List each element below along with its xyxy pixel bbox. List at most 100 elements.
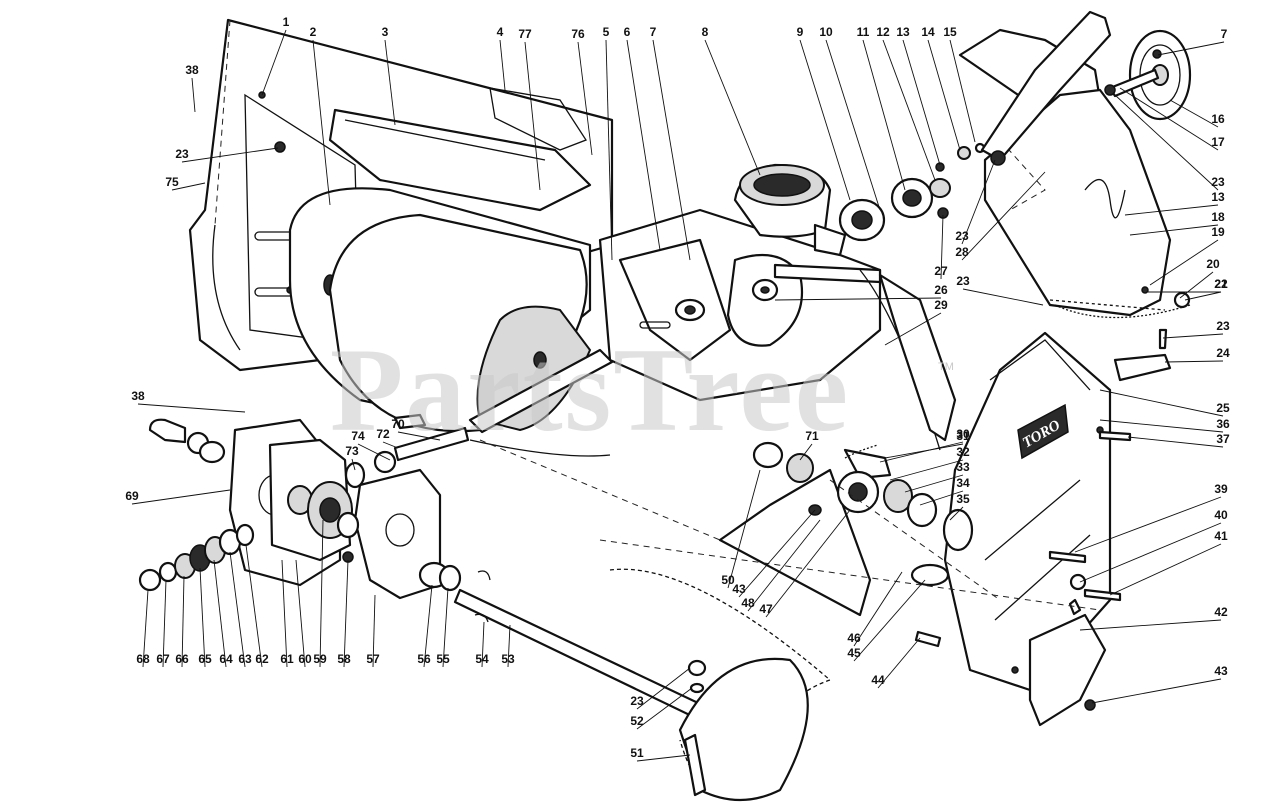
callout-label-46: 46 [847, 631, 861, 645]
callout-label-58: 58 [337, 652, 351, 666]
callout-label-53: 53 [501, 652, 515, 666]
deflector-bracket [1113, 353, 1172, 382]
callout-label-12: 12 [876, 25, 890, 39]
callout-leader-27 [940, 214, 944, 280]
callout-label-47: 47 [759, 602, 773, 616]
callout-leader-16 [1169, 99, 1219, 128]
callout-label-74: 74 [351, 429, 365, 443]
callout-leader-66 [181, 575, 185, 668]
callout-leader-46 [853, 571, 903, 647]
callout-label-19: 19 [1211, 225, 1225, 239]
callout-leader-71 [799, 443, 813, 461]
callout-label-22: 22 [1214, 277, 1228, 291]
callout-label-37: 37 [1216, 432, 1230, 446]
callout-label-27: 27 [934, 264, 948, 278]
callout-leader-39 [1074, 496, 1222, 553]
auger-housing [288, 187, 611, 457]
callout-leader-7 [1157, 41, 1225, 56]
callout-leader-2 [312, 39, 331, 206]
auger-blade-lower [609, 568, 832, 802]
callout-label-51: 51 [630, 746, 644, 760]
callout-label-15: 15 [943, 25, 957, 39]
callout-label-66: 66 [175, 652, 189, 666]
callout-leader-23 [1162, 333, 1224, 339]
impeller-assembly [598, 208, 882, 402]
callout-label-8: 8 [702, 25, 709, 39]
callout-leader-13 [1124, 204, 1219, 216]
callout-label-23: 23 [630, 694, 644, 708]
callout-leader-8 [704, 39, 761, 176]
callout-leader-55 [442, 587, 449, 668]
callout-leader-15 [949, 39, 976, 143]
callout-label-64: 64 [219, 652, 233, 666]
chute-gear-ring [1054, 286, 1191, 350]
callout-leader-34 [919, 490, 964, 506]
callout-label-76: 76 [571, 27, 585, 41]
callout-label-61: 61 [280, 652, 294, 666]
discharge-chute [958, 28, 1172, 317]
callout-label-16: 16 [1211, 112, 1225, 126]
callout-leader-6 [626, 39, 661, 251]
callout-leader-13 [902, 39, 941, 166]
callout-leader-29 [884, 312, 942, 346]
callout-label-7: 7 [1221, 27, 1228, 41]
callout-label-39: 39 [1214, 482, 1228, 496]
callout-leader-67 [162, 579, 167, 668]
callout-label-26: 26 [934, 283, 948, 297]
callout-label-68: 68 [136, 652, 150, 666]
callout-label-9: 9 [797, 25, 804, 39]
callout-label-6: 6 [624, 25, 631, 39]
callout-label-55: 55 [436, 652, 450, 666]
callout-leader-73 [351, 458, 356, 471]
callout-label-1: 1 [283, 15, 290, 29]
callout-leader-23 [181, 147, 279, 163]
callout-leader-18 [1129, 224, 1219, 236]
callout-label-18: 18 [1211, 210, 1225, 224]
callout-label-25: 25 [1216, 401, 1230, 415]
callout-leader-31 [884, 443, 964, 459]
callout-label-70: 70 [391, 417, 405, 431]
callout-label-59: 59 [313, 652, 327, 666]
callout-label-31: 31 [956, 429, 970, 443]
callout-label-65: 65 [198, 652, 212, 666]
callout-leader-5 [605, 39, 613, 261]
callout-label-11: 11 [857, 25, 870, 39]
callout-leader-23 [636, 667, 691, 710]
callout-leader-76 [577, 41, 593, 156]
callout-leader-75 [171, 182, 206, 191]
callout-label-43: 43 [732, 582, 746, 596]
callout-leader-7 [652, 39, 691, 261]
callout-leader-23 [1114, 94, 1219, 191]
callout-label-23: 23 [1216, 319, 1230, 333]
callout-label-13: 13 [1211, 190, 1225, 204]
callout-leader-61 [281, 559, 288, 668]
callout-leader-28 [961, 171, 1046, 261]
callout-leader-59 [319, 519, 324, 668]
callout-leader-12 [882, 39, 936, 181]
callout-leader-77 [524, 41, 541, 191]
callout-label-48: 48 [741, 596, 755, 610]
callout-leader-52 [636, 687, 693, 730]
callout-label-57: 57 [366, 652, 380, 666]
callout-leader-43 [738, 509, 816, 598]
callout-leader-10 [825, 39, 881, 211]
watermark: PartsTree TM [330, 323, 954, 456]
callout-leader-14 [927, 39, 961, 151]
callout-leader-35 [949, 506, 964, 521]
callout-leader-70 [397, 431, 441, 441]
callout-leader-38 [137, 403, 246, 413]
callout-label-50: 50 [721, 573, 735, 587]
callout-leader-64 [213, 559, 227, 668]
callout-label-52: 52 [630, 714, 644, 728]
housing-front-panel [718, 269, 957, 617]
callout-leader-11 [862, 39, 906, 191]
callout-label-23: 23 [1211, 175, 1225, 189]
top-cover-plate [328, 87, 592, 212]
callout-label-38: 38 [131, 389, 145, 403]
callout-label-32: 32 [956, 445, 970, 459]
callout-leader-24 [1164, 360, 1224, 363]
callout-leader-43 [1091, 678, 1222, 704]
callout-label-4: 4 [497, 25, 504, 39]
auger-bearing-stack [752, 441, 974, 587]
